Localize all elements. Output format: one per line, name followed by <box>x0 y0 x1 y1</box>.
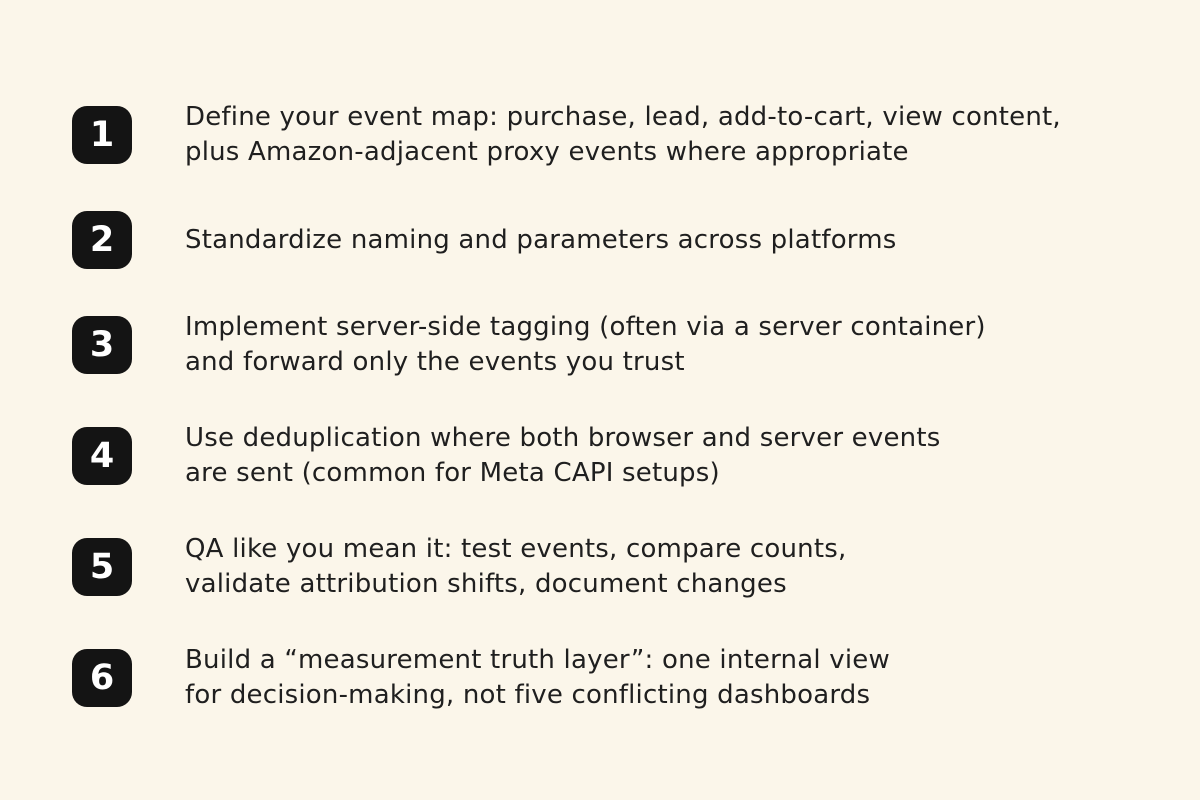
step-row-2: 2 Standardize naming and parameters acro… <box>72 211 1160 269</box>
step-text: Standardize naming and parameters across… <box>185 223 897 258</box>
step-text: Define your event map: purchase, lead, a… <box>185 100 1061 170</box>
step-text-line: Standardize naming and parameters across… <box>185 224 897 255</box>
step-number-badge: 4 <box>72 427 132 485</box>
step-row-1: 1 Define your event map: purchase, lead,… <box>72 100 1160 170</box>
step-text-line: are sent (common for Meta CAPI setups) <box>185 458 720 488</box>
step-text-line: validate attribution shifts, document ch… <box>185 569 787 599</box>
step-text-line: and forward only the events you trust <box>185 347 685 377</box>
step-row-3: 3 Implement server-side tagging (often v… <box>72 310 1160 380</box>
step-row-6: 6 Build a “measurement truth layer”: one… <box>72 643 1160 713</box>
step-number-badge: 2 <box>72 211 132 269</box>
step-row-5: 5 QA like you mean it: test events, comp… <box>72 532 1160 602</box>
step-number-badge: 1 <box>72 106 132 164</box>
step-text-line: Use deduplication where both browser and… <box>185 423 941 453</box>
step-text-line: Define your event map: purchase, lead, a… <box>185 102 1061 132</box>
step-text: Build a “measurement truth layer”: one i… <box>185 643 890 713</box>
step-text-line: plus Amazon-adjacent proxy events where … <box>185 137 909 167</box>
step-text: Use deduplication where both browser and… <box>185 421 940 491</box>
step-text: QA like you mean it: test events, compar… <box>185 532 846 602</box>
step-text-line: Implement server-side tagging (often via… <box>185 312 986 342</box>
step-text-line: Build a “measurement truth layer”: one i… <box>185 645 890 675</box>
step-text-line: QA like you mean it: test events, compar… <box>185 534 847 564</box>
step-number-badge: 3 <box>72 316 132 374</box>
step-text: Implement server-side tagging (often via… <box>185 310 986 380</box>
step-number-badge: 6 <box>72 649 132 707</box>
step-text-line: for decision-making, not five conflictin… <box>185 680 871 710</box>
step-row-4: 4 Use deduplication where both browser a… <box>72 421 1160 491</box>
step-number-badge: 5 <box>72 538 132 596</box>
